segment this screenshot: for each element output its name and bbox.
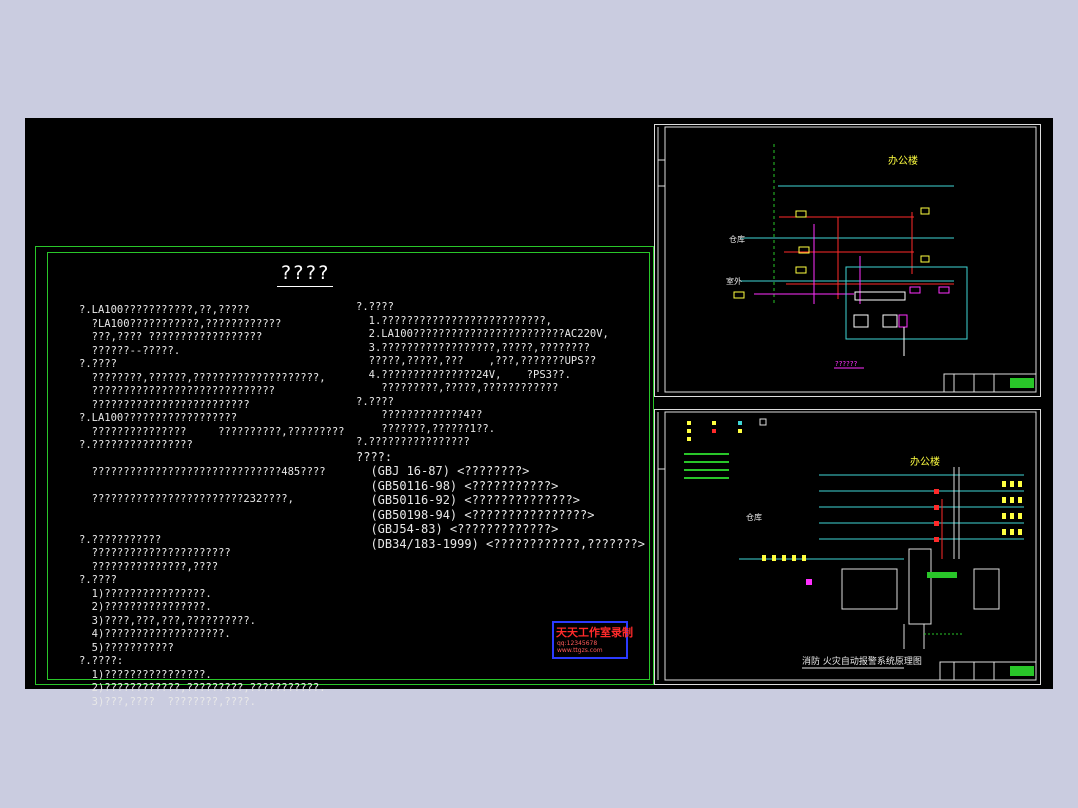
note-line: ???????,??????1??.: [356, 422, 496, 435]
note-line: ?.????:: [79, 655, 124, 667]
note-line: ?.????: [79, 358, 117, 370]
note-line: (GB50116-92) <??????????????>: [356, 493, 580, 507]
sheet-bottom-frame: [654, 409, 1041, 685]
watermark-stamp: 天天工作室录制 qq:12345678 www.ttgzs.com: [552, 621, 633, 659]
sheet-bottom-caption: 消防 火灾自动报警系统原理图: [802, 655, 922, 667]
note-line: ?????????,?????,????????????: [356, 382, 559, 394]
sheet-bottom-label-warehouse: 仓库: [746, 512, 762, 522]
watermark-sub1: qq:12345678: [557, 640, 598, 647]
note-line: 3.??????????????????,?????,????????: [356, 341, 590, 354]
legend-symbols: [684, 418, 767, 479]
note-line: (GBJ 16-87) <????????>: [356, 464, 530, 478]
note-line: ?.LA100??????????????????: [79, 412, 238, 424]
note-line: ????:: [356, 449, 393, 464]
note-line: ?.????: [356, 301, 394, 313]
note-line: 2)????????????????.: [79, 601, 212, 613]
note-line: 1.??????????????????????????,: [356, 314, 552, 327]
note-line: ?????????????????????????????: [79, 385, 275, 397]
note-line: ?????,?????,??? ,???,???????UPS??: [356, 355, 597, 367]
sheet-top-label-warehouse: 仓库: [729, 234, 745, 244]
note-line: ?.????????????????: [356, 436, 470, 448]
note-line: ?.LA100???????????,??,?????: [79, 304, 250, 316]
note-line: ???????????????,????: [79, 560, 219, 573]
sheet-bottom-diagram: 办公楼 仓库: [657, 411, 1037, 681]
note-line: ??????????????????????????????485????: [79, 466, 326, 478]
note-line: 5)???????????: [79, 641, 174, 654]
watermark-sub2: www.ttgzs.com: [557, 647, 603, 654]
note-line: 4)???????????????????.: [79, 628, 231, 640]
device-row-left: [762, 555, 812, 585]
notes-right-column: ?.???? 1.??????????????????????????, 2.L…: [356, 301, 645, 551]
watermark-title: 天天工作室录制: [556, 626, 633, 639]
note-line: ??????????????????????: [79, 547, 231, 559]
note-line: ??????????????? ??????????,?????????: [79, 425, 345, 438]
note-line: (GB50116-98) <???????????>: [356, 478, 559, 493]
note-line: ???,???? ??????????????????: [79, 331, 263, 343]
note-line: [79, 453, 345, 467]
note-line: (GB50198-94) <????????????????>: [356, 507, 595, 522]
note-line: [79, 520, 345, 534]
note-line: 2)????????????,?????????,???????????.: [79, 682, 326, 694]
note-line: 3)???,???? ????????,????.: [79, 695, 257, 708]
note-line: ?????????????????????????: [79, 398, 250, 411]
note-line: 1)????????????????.: [79, 668, 212, 681]
note-line: ??????--?????.: [79, 344, 181, 357]
note-line: ????????,??????,????????????????????,: [79, 371, 326, 384]
note-line: ?.???????????: [79, 533, 162, 546]
note-line: 4.???????????????24V, ?PS3??.: [356, 368, 571, 381]
note-line: ?LA100???????????,????????????: [79, 317, 282, 330]
note-line: 2.LA100????????????????????????AC220V,: [356, 328, 609, 340]
sheet-top-label-room: 室外: [726, 276, 742, 286]
notes-frame-inner: [47, 252, 650, 680]
note-line: ?.????: [356, 395, 394, 408]
device-row-right: [934, 481, 1022, 542]
notes-left-column: ?.LA100???????????,??,????? ?LA100??????…: [79, 304, 345, 709]
note-line: ?????????????4??: [356, 409, 483, 421]
sheet-top-bottom-label: ??????: [835, 360, 858, 368]
notes-frame-outer: [35, 246, 654, 685]
sheet-top-title: 办公楼: [888, 154, 918, 167]
sheet-top-frame: [654, 124, 1041, 397]
note-line: ?.????????????????: [79, 439, 193, 451]
note-line: (GBJ54-83) <?????????????>: [356, 522, 559, 536]
note-line: 3)????,???,???,??????????.: [79, 614, 257, 627]
note-line: ????????????????????????232????,: [79, 493, 294, 505]
note-line: (DB34/183-1999) <????????????,???????>: [356, 536, 645, 551]
cad-viewport[interactable]: ???? ?.LA100???????????,??,????? ?LA100?…: [25, 118, 1053, 708]
sheet-top-diagram: 办公楼 仓库 室外 ???: [657, 126, 1037, 393]
note-line: [79, 480, 345, 494]
note-line: [79, 507, 345, 521]
sheet-bottom-title: 办公楼: [910, 455, 940, 468]
notes-title: ????: [280, 262, 330, 284]
note-line: 1)????????????????.: [79, 587, 212, 600]
notes-title-underline: [277, 286, 333, 287]
note-line: ?.????: [79, 574, 117, 586]
